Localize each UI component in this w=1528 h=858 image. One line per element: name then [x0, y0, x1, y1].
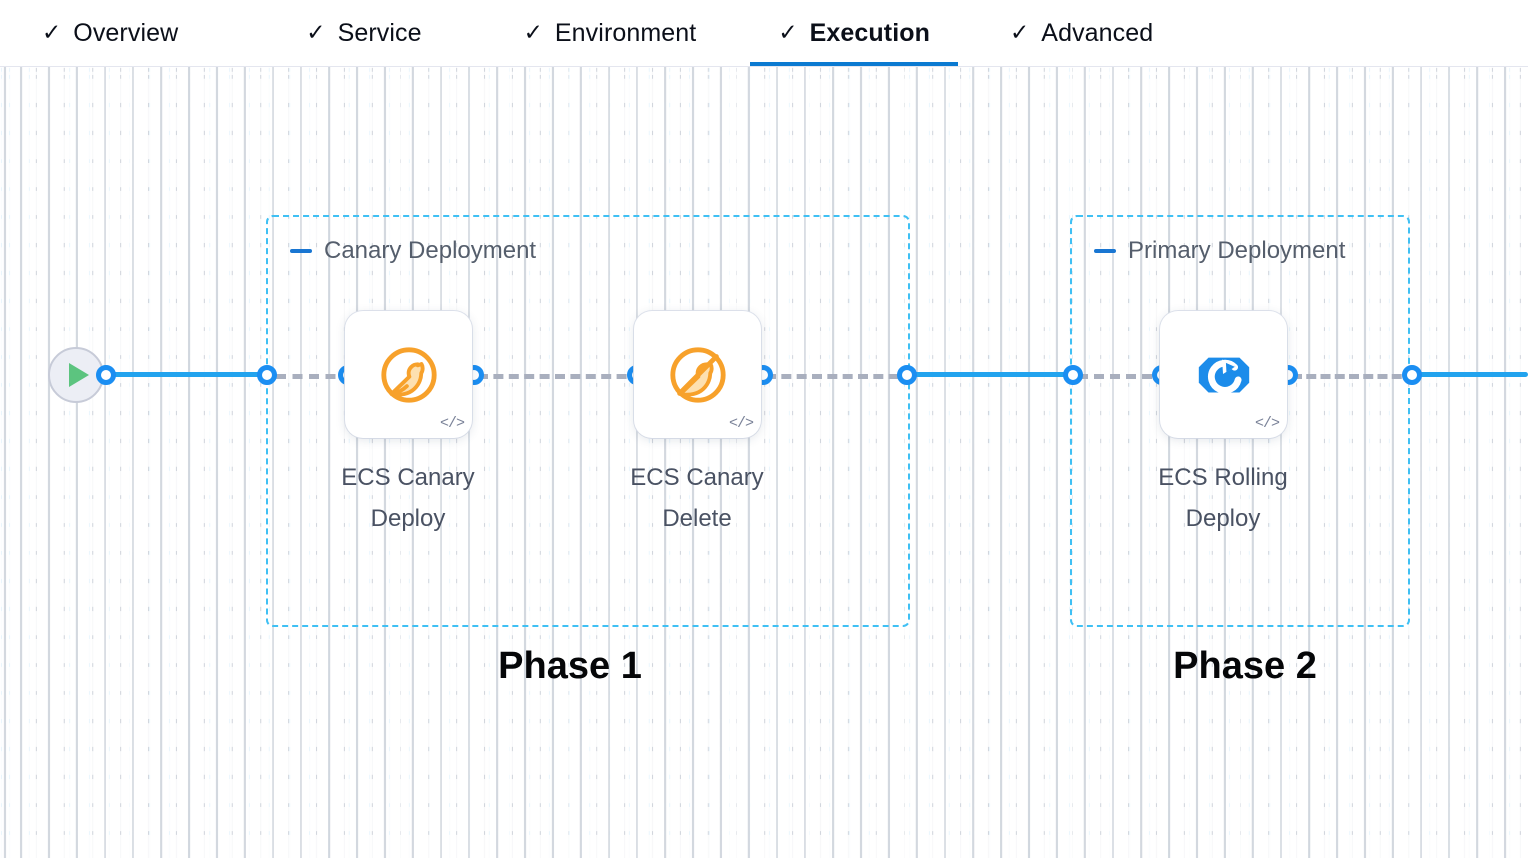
edge-rolling-deploy-to-phase2-exit	[1292, 374, 1416, 379]
group-primary-deployment-header[interactable]: Primary Deployment	[1094, 237, 1345, 265]
check-icon: ✓	[306, 18, 326, 45]
edge-phase2-entry-to-rolling-deploy	[1078, 374, 1168, 379]
tab-label: Execution	[809, 18, 931, 47]
code-icon[interactable]: </>	[1254, 415, 1280, 432]
group-label-text: Canary Deployment	[324, 237, 537, 264]
node-ecs-rolling-deploy[interactable]: </>	[1160, 311, 1287, 438]
node-ecs-canary-delete[interactable]: </>	[634, 311, 761, 438]
edge-canary-delete-to-phase1-exit	[766, 374, 914, 379]
node-ecs-canary-deploy[interactable]: </>	[345, 311, 472, 438]
tab-overview[interactable]: ✓ Overview	[42, 0, 178, 66]
phase-caption-1: Phase 1	[498, 645, 642, 687]
code-icon[interactable]: </>	[439, 415, 465, 432]
group-canary-deployment-header[interactable]: Canary Deployment	[290, 237, 536, 265]
minus-icon[interactable]	[290, 249, 312, 253]
port-phase2-output[interactable]	[1402, 365, 1422, 385]
group-label-text: Primary Deployment	[1128, 237, 1346, 264]
tab-label: Environment	[554, 18, 697, 47]
phase-caption-2: Phase 2	[1173, 645, 1317, 687]
tab-service[interactable]: ✓ Service	[306, 0, 421, 66]
edge-start-to-phase1	[104, 372, 276, 377]
node-label-ecs-canary-deploy: ECS Canary Deploy	[341, 464, 475, 533]
check-icon: ✓	[523, 18, 543, 45]
code-icon[interactable]: </>	[728, 415, 754, 432]
ecs-rolling-deploy-icon	[1198, 357, 1249, 394]
tab-advanced[interactable]: ✓ Advanced	[1010, 0, 1153, 66]
node-label-ecs-canary-delete: ECS Canary Delete	[630, 464, 764, 533]
port-phase1-output[interactable]	[897, 365, 917, 385]
wizard-tab-bar: ✓ Overview ✓ Service ✓ Environment ✓ Exe…	[0, 0, 1528, 67]
play-icon	[69, 363, 89, 387]
port-start-output[interactable]	[96, 365, 116, 385]
pipeline-canvas[interactable]: Canary Deployment Primary Deployment </>…	[0, 67, 1528, 858]
tab-label: Overview	[73, 18, 179, 47]
check-icon: ✓	[42, 18, 62, 45]
group-canary-deployment[interactable]: Canary Deployment	[266, 215, 910, 627]
check-icon: ✓	[778, 18, 798, 45]
edge-phase1-to-phase2	[910, 372, 1080, 377]
tab-execution[interactable]: ✓ Execution	[750, 0, 958, 66]
port-phase2-input[interactable]	[1063, 365, 1083, 385]
canary-bird-icon	[380, 346, 437, 403]
tab-label: Advanced	[1041, 18, 1154, 47]
minus-icon[interactable]	[1094, 249, 1116, 253]
canary-bird-delete-icon	[669, 346, 726, 403]
edge-canary-deploy-to-canary-delete	[478, 374, 642, 379]
tab-label: Service	[337, 18, 422, 47]
node-label-ecs-rolling-deploy: ECS Rolling Deploy	[1158, 464, 1288, 533]
group-primary-deployment[interactable]: Primary Deployment	[1070, 215, 1410, 627]
check-icon: ✓	[1010, 18, 1030, 45]
tab-environment[interactable]: ✓ Environment	[524, 0, 697, 66]
edge-phase2-to-next	[1416, 372, 1528, 377]
port-phase1-input[interactable]	[257, 365, 277, 385]
edge-phase1-entry-to-canary-deploy	[276, 374, 352, 379]
